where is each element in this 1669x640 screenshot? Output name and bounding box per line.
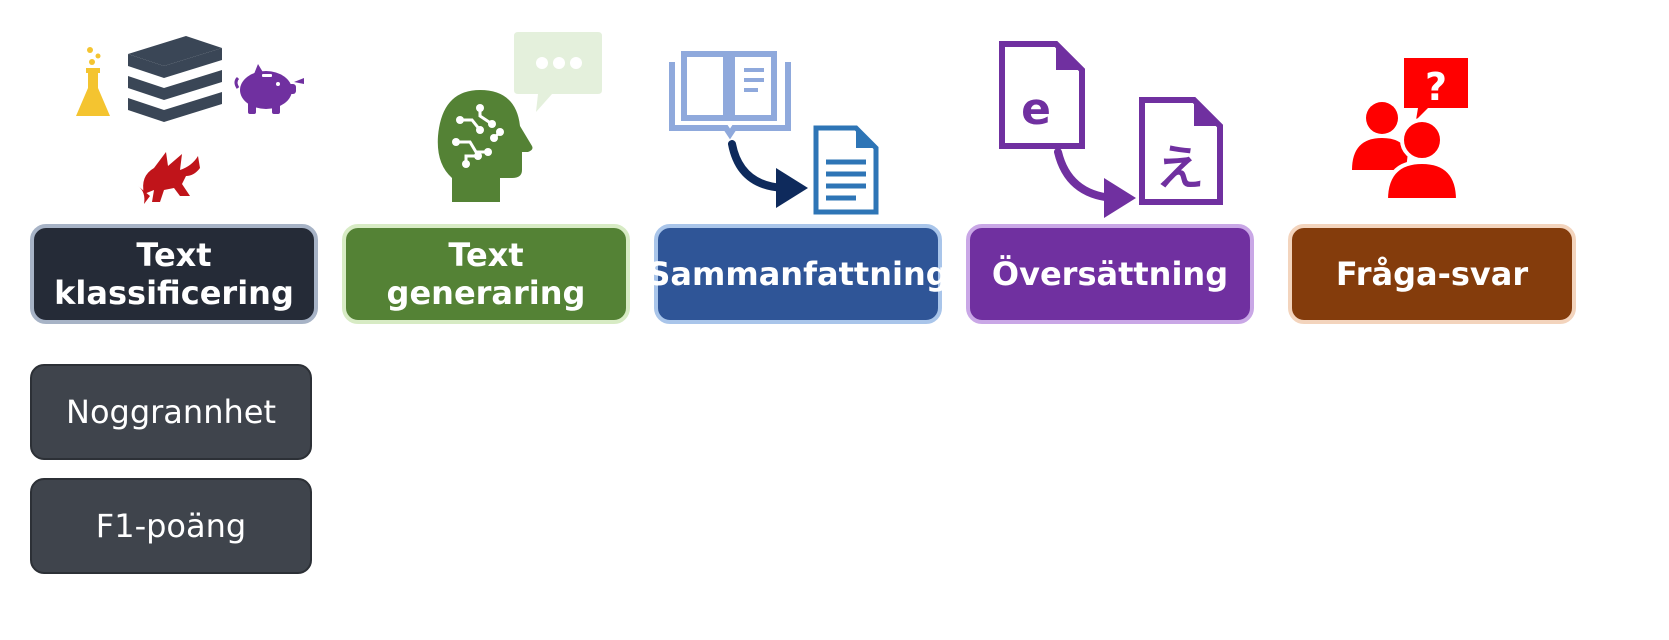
task-label: Översättning — [991, 255, 1229, 293]
task-question-answering: Fråga-svar — [1288, 224, 1576, 324]
task-text-classification: Text klassificering — [30, 224, 318, 324]
document-e-icon: e — [999, 41, 1085, 149]
task-label: Sammanfattning — [647, 255, 949, 293]
task-label: Fråga-svar — [1335, 255, 1529, 293]
source-letter: e — [1021, 84, 1051, 135]
people-question-icon: ? — [1352, 58, 1468, 202]
metric-f1-score: F1-poäng — [30, 478, 312, 574]
task-summarization: Sammanfattning — [647, 224, 949, 324]
arrow-icon — [1054, 148, 1136, 218]
task-label: Text generaring — [386, 236, 586, 312]
document-icon — [813, 125, 879, 215]
metric-accuracy: Noggrannhet — [30, 364, 312, 460]
target-letter: え — [1156, 140, 1204, 196]
document-japanese-icon: え — [1139, 97, 1223, 205]
metric-label: Noggrannhet — [66, 393, 276, 431]
piggy-bank-icon — [234, 64, 304, 114]
chat-bubble-icon — [514, 32, 602, 112]
metric-label: F1-poäng — [95, 507, 247, 545]
question-mark: ? — [1425, 65, 1447, 109]
task-translation: Översättning — [966, 224, 1254, 324]
flask-icon — [76, 47, 110, 116]
task-label: Text klassificering — [54, 236, 294, 312]
open-book-icon — [669, 51, 791, 140]
dragon-icon — [138, 152, 200, 204]
arrow-icon — [728, 140, 808, 208]
books-icon — [128, 36, 222, 122]
ai-head-icon — [437, 90, 533, 202]
task-text-generation: Text generaring — [342, 224, 630, 324]
